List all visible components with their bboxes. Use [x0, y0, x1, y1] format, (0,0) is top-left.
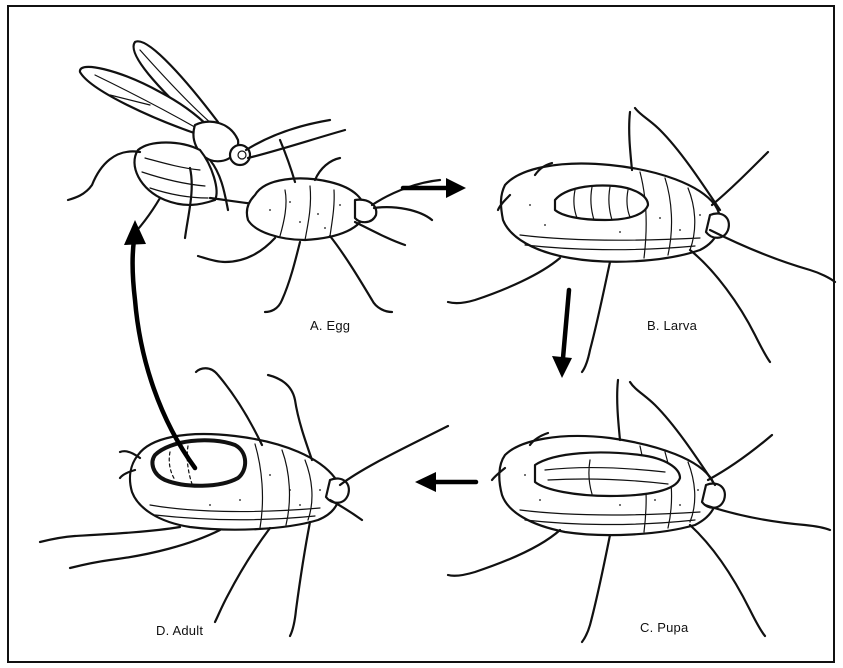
adult-stage-illustration: [40, 368, 448, 636]
larva-grub: [555, 186, 648, 220]
adult-exit-hole: [152, 440, 245, 486]
arrow-pupa-to-adult: [415, 472, 476, 492]
label-pupa: C. Pupa: [640, 620, 688, 635]
pupa-body: [535, 452, 680, 496]
larva-stage-illustration: [448, 108, 835, 372]
egg-stage-illustration: [68, 41, 440, 312]
arrow-larva-to-pupa: [552, 290, 572, 378]
arrow-adult-to-egg: [124, 220, 195, 468]
wasp-head: [230, 145, 250, 165]
wasp-antennae: [246, 120, 345, 158]
pupa-stage-illustration: [448, 380, 830, 642]
label-adult: D. Adult: [156, 623, 203, 638]
egg-aphid-body: [247, 178, 365, 240]
label-egg: A. Egg: [310, 318, 350, 333]
label-larva: B. Larva: [647, 318, 697, 333]
